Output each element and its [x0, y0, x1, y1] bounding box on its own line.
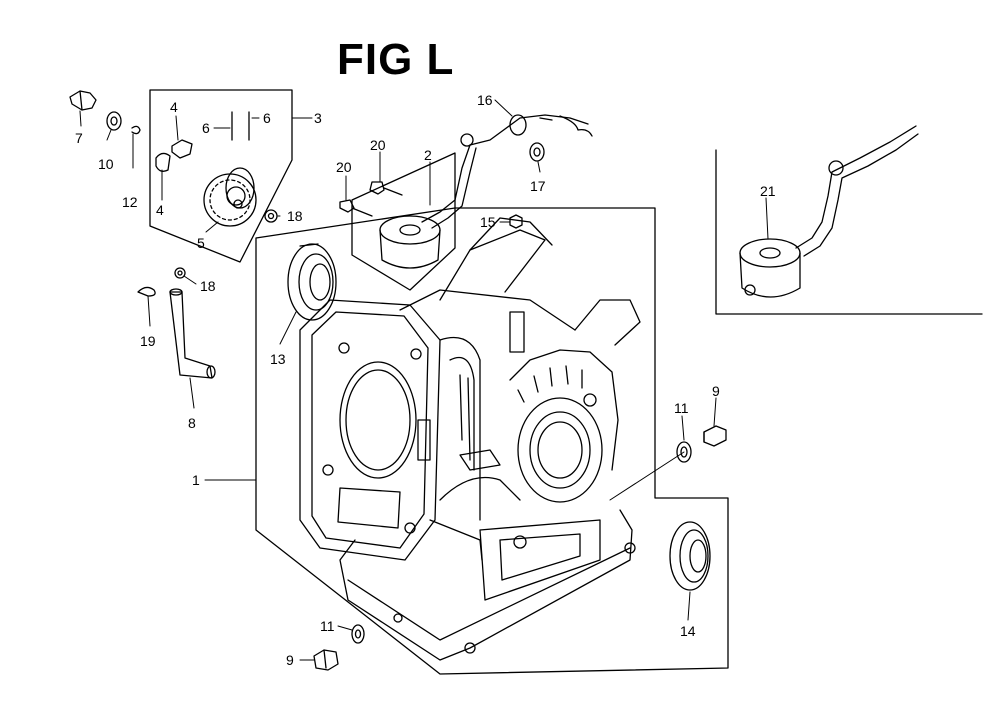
callout-9-bottom: 9 — [286, 652, 294, 668]
part-9-drain-bolt-bottom — [313, 649, 339, 671]
part-11-washer-bottom — [351, 624, 365, 644]
part-21-box-outline — [715, 149, 983, 315]
callout-18-lower: 18 — [200, 278, 216, 294]
part-14-oil-seal — [669, 521, 711, 591]
switch-group-outline — [351, 152, 456, 291]
part-13-oil-seal — [287, 243, 337, 321]
part-17-terminal — [529, 142, 545, 162]
callout-13: 13 — [270, 351, 286, 367]
callout-4-bottom: 4 — [156, 202, 164, 218]
callout-20-right: 20 — [370, 137, 386, 153]
callout-17: 17 — [530, 178, 546, 194]
crankcase-group-outline — [255, 207, 729, 675]
part-8-tube — [169, 288, 216, 379]
callout-20-left: 20 — [336, 159, 352, 175]
callout-2: 2 — [424, 147, 432, 163]
callout-15: 15 — [480, 214, 496, 230]
part-9-drain-bolt-right — [703, 425, 727, 447]
callout-10: 10 — [98, 156, 114, 172]
callout-5: 5 — [197, 235, 205, 251]
part-4-rotor-outer — [155, 139, 193, 172]
callout-7: 7 — [75, 130, 83, 146]
callout-21: 21 — [760, 183, 776, 199]
callout-8: 8 — [188, 415, 196, 431]
callout-4-top: 4 — [170, 99, 178, 115]
leader-lines — [79, 99, 769, 661]
part-7-bolt — [69, 90, 97, 111]
callout-3: 3 — [314, 110, 322, 126]
part-20-bolt-b — [339, 199, 373, 217]
part-18-ring-lower — [174, 267, 186, 279]
part-11-washer-right — [676, 441, 692, 463]
part-10-washer — [106, 111, 122, 131]
callout-11-bottom: 11 — [320, 618, 335, 634]
part-19-clip — [137, 286, 156, 297]
oil-pump-group-outline — [149, 89, 293, 263]
part-18-ring-upper — [264, 209, 278, 223]
part-16-grommet — [509, 114, 593, 137]
callout-16: 16 — [477, 92, 493, 108]
part-12-clip — [131, 125, 141, 135]
callout-12: 12 — [122, 194, 138, 210]
part-15-nut — [509, 214, 523, 229]
callout-6-right: 6 — [263, 110, 271, 126]
callout-18-upper: 18 — [287, 208, 303, 224]
callout-1: 1 — [192, 472, 200, 488]
figure-title: FIG L — [337, 35, 455, 84]
part-2-oil-switch — [379, 114, 589, 269]
callout-19: 19 — [140, 333, 156, 349]
callout-14: 14 — [680, 623, 696, 639]
callout-9-right: 9 — [712, 383, 720, 399]
callout-6-left: 6 — [202, 120, 210, 136]
part-21-oil-switch-assembly — [739, 125, 919, 298]
part-5-gear — [203, 167, 257, 227]
part-1-crankcase — [299, 217, 641, 661]
callout-11-right: 11 — [674, 400, 689, 416]
